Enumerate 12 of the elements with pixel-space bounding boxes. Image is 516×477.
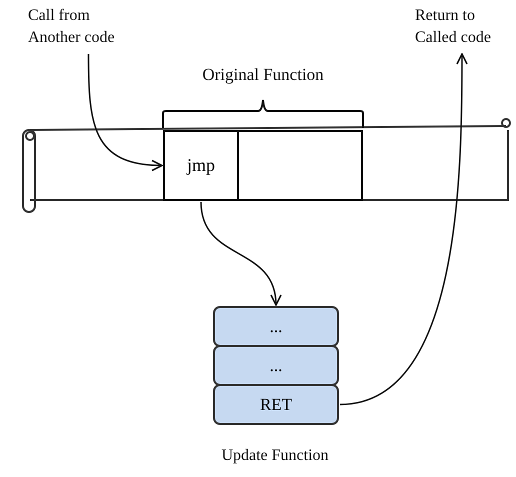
instruction-cell: jmp	[163, 130, 239, 201]
arrow	[340, 53, 468, 406]
empty-cell	[237, 130, 363, 201]
arrow	[200, 202, 281, 306]
function-title: Original Function	[201, 64, 325, 86]
instruction-block: RET	[213, 384, 339, 425]
annotation-text: Call from Another code	[28, 5, 140, 53]
annotation-text: Return to Called code	[415, 5, 515, 53]
instruction-block: ...	[213, 345, 339, 386]
instruction-block: ...	[213, 306, 339, 347]
arrow	[88, 54, 163, 171]
caption-text: Update Function	[220, 446, 330, 466]
